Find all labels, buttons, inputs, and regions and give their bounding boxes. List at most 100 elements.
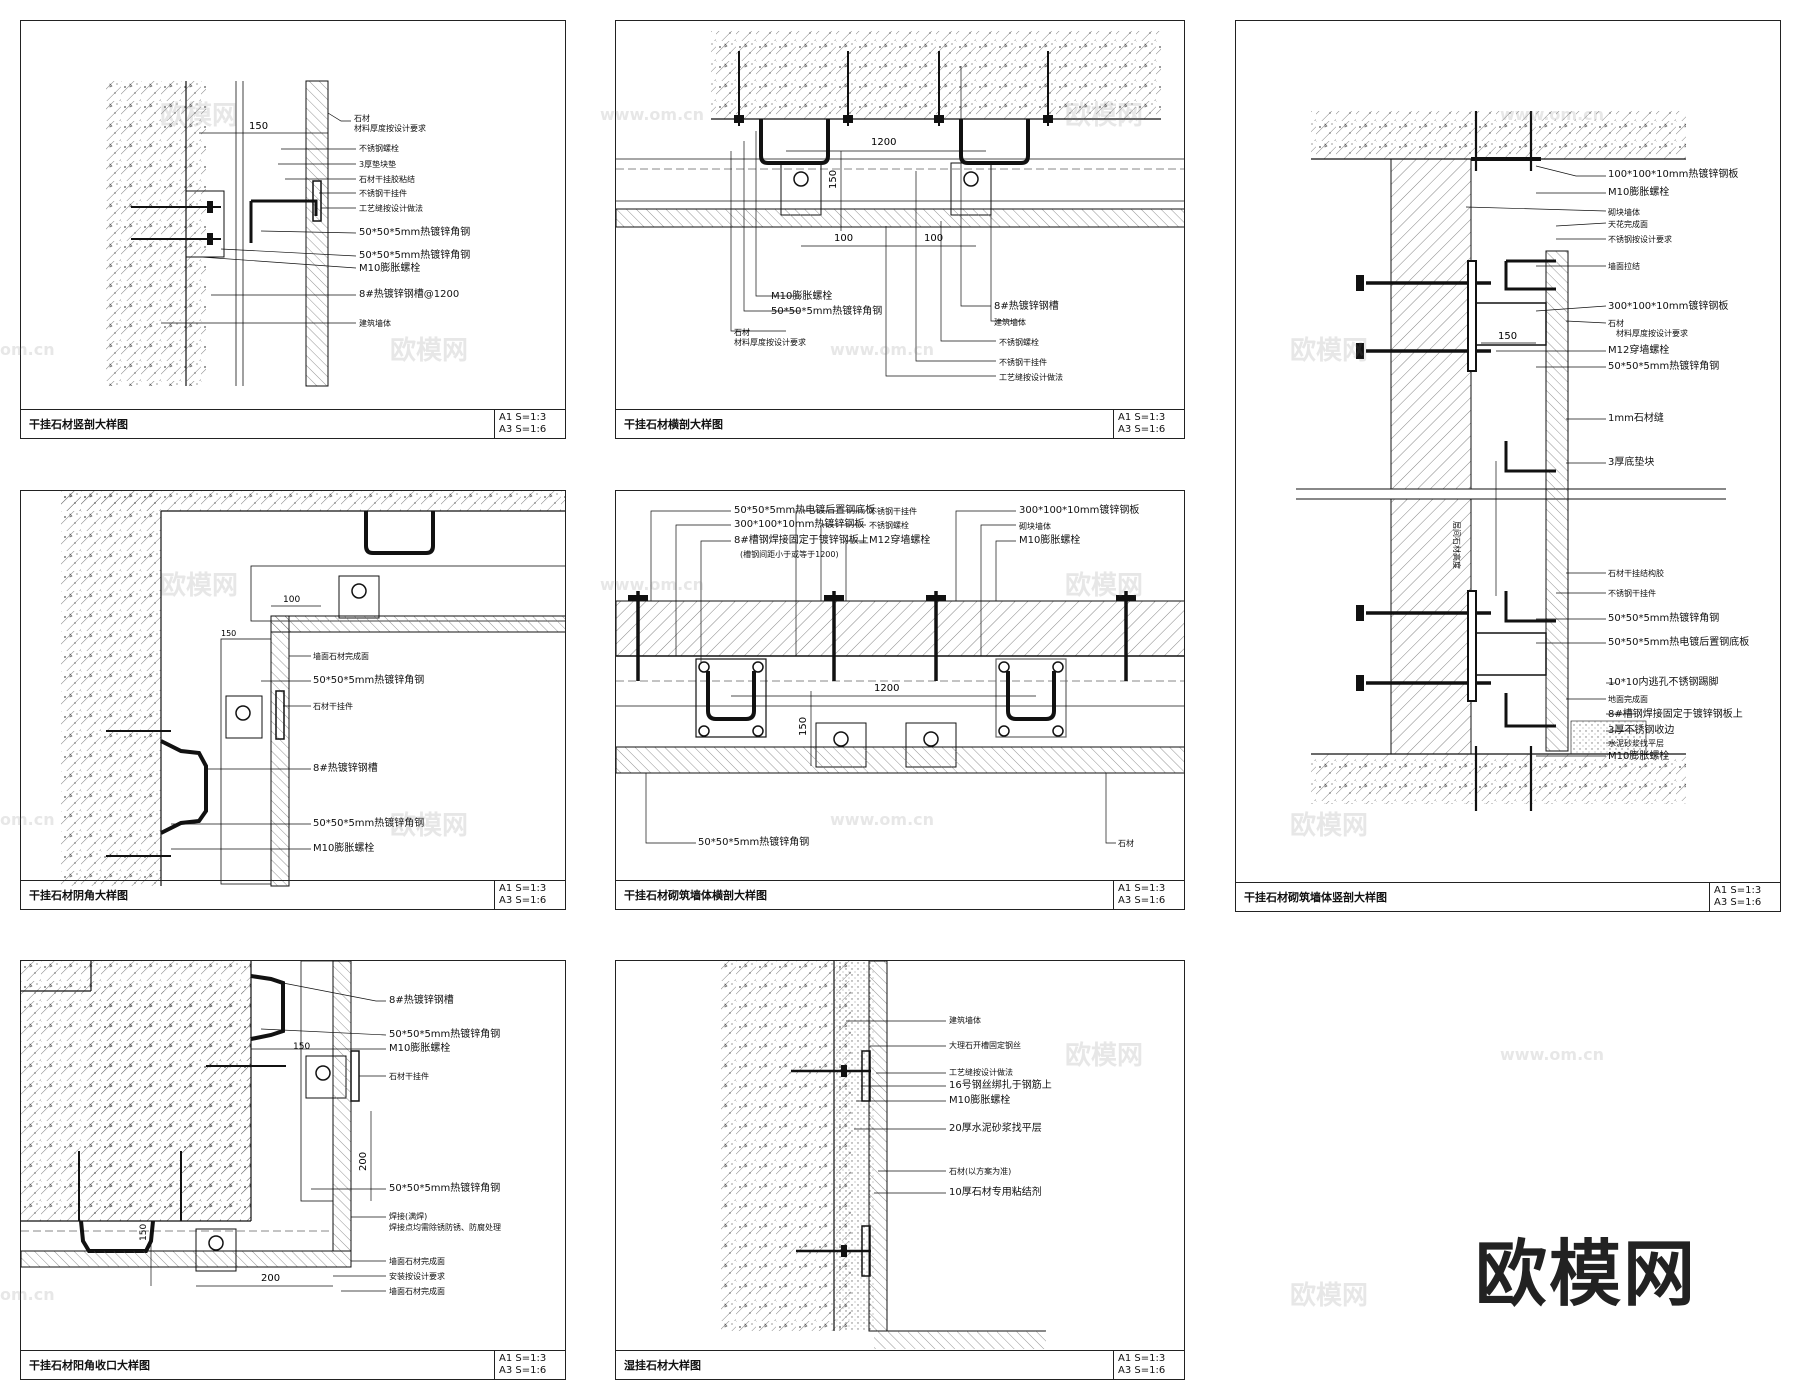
label-m10: M10膨胀螺栓 bbox=[359, 263, 421, 274]
panel-title: 干挂石材阳角收口大样图 bbox=[29, 1359, 150, 1372]
label-m10: M10膨胀螺栓 bbox=[771, 291, 833, 302]
dim-150: 150 bbox=[828, 170, 839, 189]
scale-box: A1 S=1:3 A3 S=1:6 bbox=[494, 881, 565, 909]
panel-masonry-horizontal-section: 1200 150 50*50*5mm热电镀后置钢底板 300*100*10mm热… bbox=[615, 490, 1185, 910]
drawing-horizontal-section: 1200 150 100 100 bbox=[616, 31, 1184, 377]
label-stone: 石材 bbox=[354, 114, 370, 123]
dim-150: 150 bbox=[249, 121, 268, 132]
label-structural-glue: 石材干挂结构胶 bbox=[1608, 569, 1664, 578]
scale-box: A1 S=1:3 A3 S=1:6 bbox=[1113, 1351, 1184, 1379]
label-hanger: 不锈钢干挂件 bbox=[359, 189, 407, 198]
panel-wet-hung: 建筑墙体 大理石开槽固定钢丝 工艺缝按设计做法 16号钢丝绑扎于钢筋上 M10膨… bbox=[615, 960, 1185, 1380]
scale-box: A1 S=1:3 A3 S=1:6 bbox=[494, 1351, 565, 1379]
drawing-inner-corner: 100 150 bbox=[61, 491, 565, 887]
scale-a1: A1 S=1:3 bbox=[1714, 885, 1762, 896]
scale-a3: A3 S=1:6 bbox=[1118, 895, 1166, 906]
label-joint: 1mm石材缝 bbox=[1608, 413, 1664, 424]
drawing-outer-corner: 150 200 150 200 bbox=[21, 961, 387, 1292]
label-hanger: 石材干挂件 bbox=[389, 1072, 429, 1081]
label-base-plate: 50*50*5mm热电镀后置钢底板 bbox=[1608, 637, 1750, 648]
label-hanger: 不锈钢干挂件 bbox=[869, 507, 917, 516]
drawing-vertical-section: 150 bbox=[106, 80, 357, 387]
label-install: 安装按设计要求 bbox=[389, 1272, 445, 1281]
label-bolt: 不锈钢螺栓 bbox=[359, 144, 399, 153]
label-thickness: 材料厚度按设计要求 bbox=[734, 338, 806, 347]
scale-a3: A3 S=1:6 bbox=[499, 424, 547, 435]
label-joint: 工艺缝按设计做法 bbox=[359, 204, 423, 213]
label-m12: M12穿墙螺栓 bbox=[1608, 345, 1670, 356]
label-plate-300-b: 300*100*10mm镀锌钢板 bbox=[1019, 505, 1140, 516]
label-weld: 焊接(满焊) bbox=[389, 1212, 428, 1221]
label-angle-1: 50*50*5mm热镀锌角钢 bbox=[359, 227, 471, 238]
scale-box: A1 S=1:3 A3 S=1:6 bbox=[1709, 883, 1780, 911]
label-channel: 8#热镀锌钢槽 bbox=[389, 995, 454, 1006]
dim-100-b: 100 bbox=[924, 233, 943, 244]
dim-150-top: 150 bbox=[293, 1042, 310, 1052]
label-wall: 建筑墙体 bbox=[359, 319, 391, 328]
label-floor: 地面完成面 bbox=[1608, 695, 1648, 704]
label-angle-1: 50*50*5mm热镀锌角钢 bbox=[1608, 361, 1720, 372]
label-joint: 工艺缝按设计做法 bbox=[999, 373, 1063, 382]
dim-200-bottom: 200 bbox=[261, 1273, 280, 1284]
panel-title: 干挂石材横剖大样图 bbox=[624, 418, 723, 431]
label-wall: 建筑墙体 bbox=[949, 1016, 981, 1025]
label-m12: M12穿墙螺栓 bbox=[869, 535, 931, 546]
panel-title: 干挂石材阴角大样图 bbox=[29, 889, 128, 902]
label-angle-2: 50*50*5mm热镀锌角钢 bbox=[313, 818, 425, 829]
label-m10-bottom: M10膨胀螺栓 bbox=[1608, 751, 1670, 762]
label-angle: 50*50*5mm热镀锌角钢 bbox=[698, 837, 810, 848]
label-m10: M10膨胀螺栓 bbox=[389, 1043, 451, 1054]
scale-box: A1 S=1:3 A3 S=1:6 bbox=[1113, 410, 1184, 438]
label-angle-2: 50*50*5mm热镀锌角钢 bbox=[359, 250, 471, 261]
label-ceiling: 天花完成面 bbox=[1608, 220, 1648, 229]
dim-150: 150 bbox=[221, 629, 236, 638]
title-bar: 干挂石材砌筑墙体横剖大样图 A1 S=1:3 A3 S=1:6 bbox=[616, 880, 1184, 909]
label-hanger: 不锈钢干挂件 bbox=[1608, 589, 1656, 598]
label-finish: 墙面石材完成面 bbox=[313, 652, 369, 661]
dim-200-side: 200 bbox=[358, 1152, 369, 1171]
label-channel: 8#热镀锌钢槽 bbox=[994, 301, 1059, 312]
label-thickness: 材料厚度按设计要求 bbox=[1616, 329, 1688, 338]
label-wire: 16号钢丝绑扎于钢筋上 bbox=[949, 1080, 1052, 1091]
label-hanger: 不锈钢干挂件 bbox=[999, 358, 1047, 367]
label-weld-treatment: 焊接点均需除锈防锈、防腐处理 bbox=[389, 1223, 501, 1232]
panel-outer-corner: 150 200 150 200 8#热镀锌钢槽 50*50*5mm热镀锌角钢 M… bbox=[20, 960, 566, 1380]
title-bar: 干挂石材阳角收口大样图 A1 S=1:3 A3 S=1:6 bbox=[21, 1350, 565, 1379]
panel-inner-corner: 100 150 墙面石材完成面 50*50*5mm热镀锌角钢 石材干挂件 8#热… bbox=[20, 490, 566, 910]
label-m10-top: M10膨胀螺栓 bbox=[1608, 187, 1670, 198]
scale-a1: A1 S=1:3 bbox=[1118, 883, 1166, 894]
panel-title: 干挂石材竖剖大样图 bbox=[29, 418, 128, 431]
label-stone: 石材 bbox=[734, 328, 750, 337]
label-block-wall: 砌块墙体 bbox=[1019, 522, 1051, 531]
label-skirting: 10*10内逃孔不锈钢踢脚 bbox=[1608, 677, 1719, 688]
scale-a1: A1 S=1:3 bbox=[1118, 412, 1166, 423]
panel-title: 干挂石材砌筑墙体横剖大样图 bbox=[624, 889, 767, 902]
label-m10: M10膨胀螺栓 bbox=[313, 843, 375, 854]
label-mortar: 20厚水泥砂浆找平层 bbox=[949, 1123, 1042, 1134]
scale-box: A1 S=1:3 A3 S=1:6 bbox=[1113, 881, 1184, 909]
label-angle-2: 50*50*5mm热镀锌角钢 bbox=[1608, 613, 1720, 624]
label-plate-100: 100*100*10mm热镀锌钢板 bbox=[1608, 169, 1739, 180]
scale-a1: A1 S=1:3 bbox=[499, 412, 547, 423]
title-bar: 干挂石材砌筑墙体竖剖大样图 A1 S=1:3 A3 S=1:6 bbox=[1236, 882, 1780, 911]
label-stone: 石材 bbox=[1118, 839, 1134, 848]
label-tie: 墙面拉结 bbox=[1608, 262, 1640, 271]
label-stone: 石材(以方案为准) bbox=[949, 1167, 1012, 1176]
label-spacing: (槽钢间距小于或等于1200) bbox=[740, 550, 839, 559]
panel-title: 湿挂石材大样图 bbox=[624, 1359, 701, 1372]
scale-a3: A3 S=1:6 bbox=[1118, 424, 1166, 435]
label-pad: 3厚垫块垫 bbox=[359, 160, 397, 169]
dim-150-left: 150 bbox=[139, 1224, 149, 1241]
dim-100: 100 bbox=[283, 595, 300, 605]
label-m10: M10膨胀螺栓 bbox=[1019, 535, 1081, 546]
label-channel-weld: 8#槽钢焊接固定于镀锌钢板上 bbox=[734, 535, 869, 546]
label-wall: 建筑墙体 bbox=[994, 318, 1026, 327]
title-bar: 干挂石材阴角大样图 A1 S=1:3 A3 S=1:6 bbox=[21, 880, 565, 909]
scale-a1: A1 S=1:3 bbox=[1118, 1353, 1166, 1364]
panel-horizontal-section: 1200 150 100 100 M10膨胀螺栓 50*50*5mm热镀锌角钢 … bbox=[615, 20, 1185, 439]
label-channel: 8#热镀锌钢槽@1200 bbox=[359, 289, 460, 300]
scale-a3: A3 S=1:6 bbox=[1118, 1365, 1166, 1376]
drawing-wet-hung bbox=[721, 961, 1046, 1349]
label-plate-300: 300*100*10mm镀锌钢板 bbox=[1608, 301, 1729, 312]
label-joint: 工艺缝按设计做法 bbox=[949, 1068, 1013, 1077]
